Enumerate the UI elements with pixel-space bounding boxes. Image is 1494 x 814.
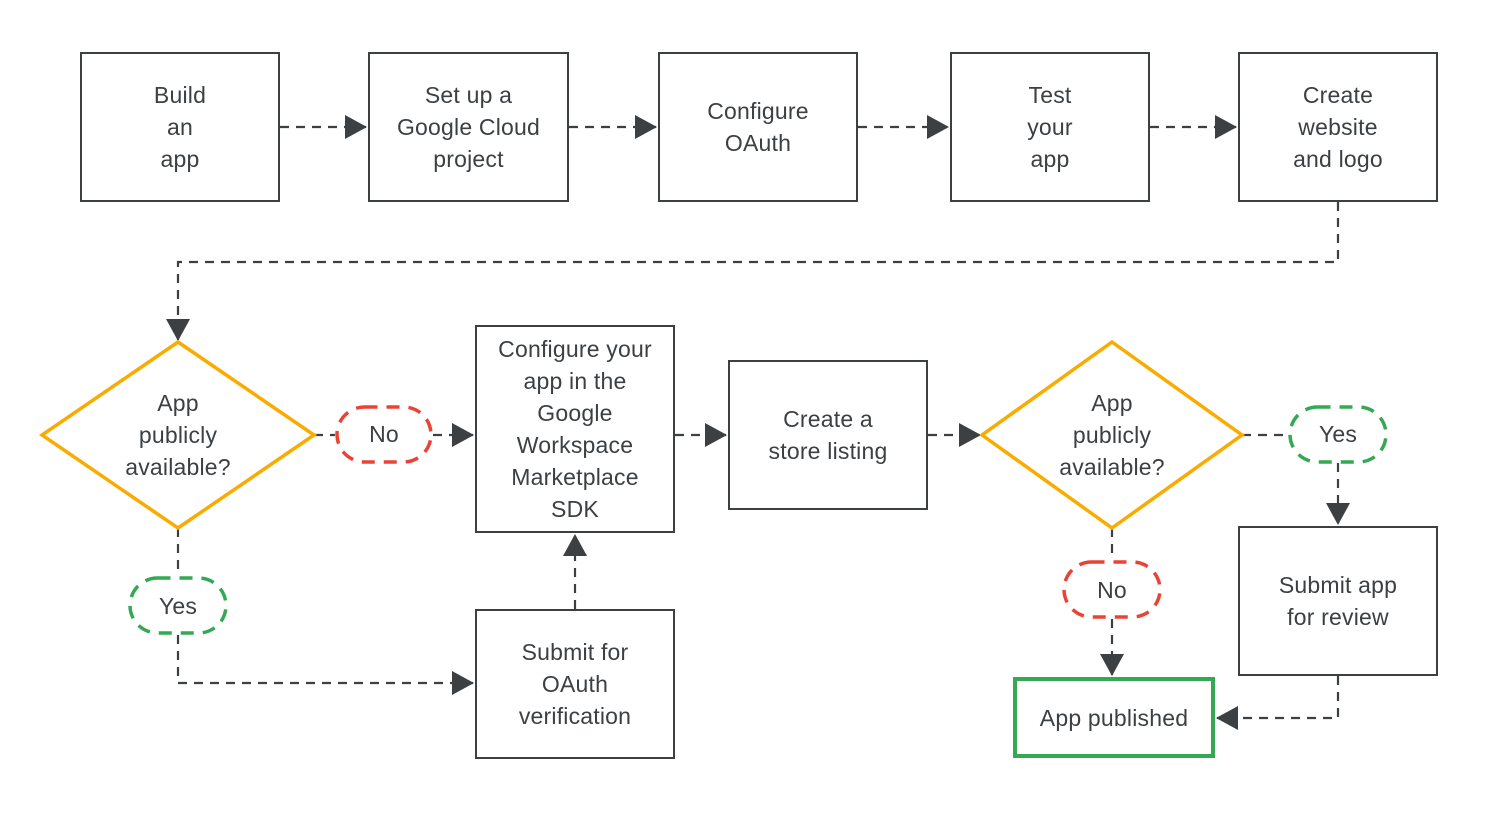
branch-yes-2-oval (1288, 405, 1388, 464)
box-submit-app-for-review: Submit app for review (1238, 526, 1438, 676)
box-configure-oauth: Configure OAuth (658, 52, 858, 202)
box-submit-oauth-verification: Submit for OAuth verification (475, 609, 675, 759)
branch-no-1-oval (335, 405, 433, 464)
box-build-app: Build an app (80, 52, 280, 202)
box-app-published: App published (1013, 677, 1215, 758)
branch-yes-1-label: Yes (158, 593, 198, 619)
decision-1-label: App publicly available? (125, 390, 231, 480)
box-create-website-and-logo: Create website and logo (1238, 52, 1438, 202)
branch-no-2-oval (1062, 560, 1162, 619)
connector-review-to-published (1216, 676, 1340, 730)
box-create-store-listing: Create a store listing (728, 360, 928, 510)
branch-no-2-label: No (1097, 577, 1127, 603)
box-configure-marketplace-sdk: Configure your app in the Google Workspa… (475, 325, 675, 533)
branch-no-1-label: No (369, 421, 399, 447)
branch-yes-1-oval (128, 576, 228, 635)
box-test-your-app: Test your app (950, 52, 1150, 202)
decision-1-diamond (38, 339, 318, 531)
decision-2-label: App publicly available? (1059, 390, 1165, 480)
box-setup-google-cloud-project: Set up a Google Cloud project (368, 52, 569, 202)
branch-yes-2-label: Yes (1318, 421, 1358, 447)
decision-2-diamond (978, 339, 1246, 531)
connector-yes-to-submit-oauth (176, 635, 474, 695)
connector-website-to-decision1 (166, 202, 1340, 341)
